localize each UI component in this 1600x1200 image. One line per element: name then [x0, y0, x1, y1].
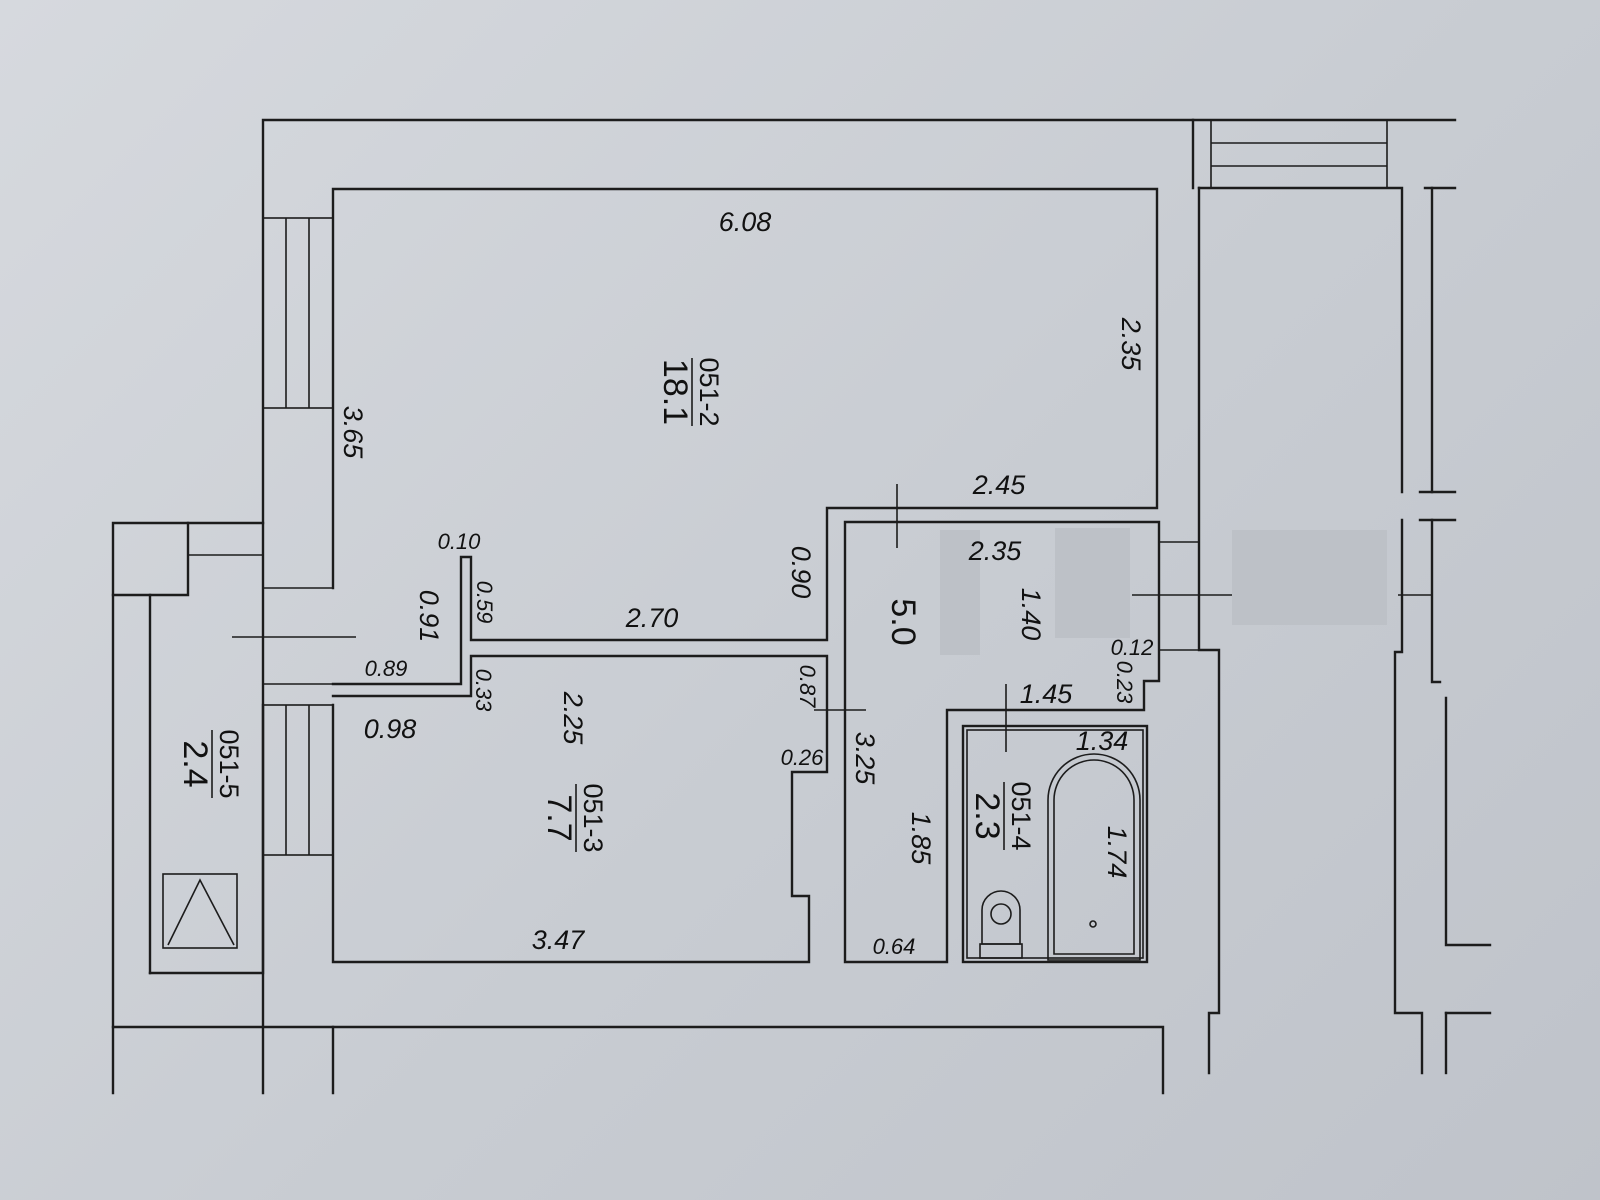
- bathroom-walls: [961, 724, 1149, 964]
- room-label-051-2: 051-2 18.1: [656, 357, 724, 426]
- balcony-outline: [148, 521, 190, 975]
- vent-icon: [162, 873, 238, 949]
- redaction-2: [1055, 528, 1130, 638]
- bathroom-inner: [966, 729, 1144, 959]
- room-051-2-outline: [331, 187, 1159, 686]
- room-id-051-2: 051-2: [694, 357, 724, 426]
- corridor-wall-b: [1197, 186, 1221, 1075]
- hallway-walls: [843, 520, 1161, 964]
- dim-089: 0.89: [365, 656, 408, 681]
- room-label-051-5: 051-5 2.4: [176, 729, 244, 798]
- corridor-wall-a: [1197, 186, 1404, 494]
- dim-098: 0.98: [364, 714, 417, 744]
- room-area-051-2: 18.1: [656, 359, 694, 425]
- dim-026: 0.26: [781, 745, 825, 770]
- bathroom-outline: [961, 724, 1149, 964]
- corridor-wall-c: [1393, 518, 1424, 1075]
- redaction-1: [940, 530, 980, 655]
- right-corridor-walls: [1191, 118, 1492, 1075]
- window-left-upper: [262, 217, 334, 409]
- room-051-3-walls: [331, 654, 829, 964]
- door-ticks: [814, 484, 1046, 752]
- window-top-right: [1210, 119, 1388, 189]
- window-balcony-door: [188, 554, 356, 685]
- room-area-051-4: 2.3: [968, 792, 1006, 839]
- dim-365: 3.65: [338, 406, 368, 460]
- dim-012: 0.12: [1111, 635, 1154, 660]
- dim-091: 0.91: [414, 590, 444, 643]
- bathtub-inner: [1053, 759, 1135, 955]
- dim-245: 2.45: [972, 470, 1027, 500]
- room-area-051-3: 7.7: [540, 794, 578, 841]
- dim-235-hall: 2.35: [968, 536, 1023, 566]
- corridor-wall-f: [1430, 518, 1442, 684]
- dim-087: 0.87: [795, 665, 820, 709]
- dim-347: 3.47: [532, 925, 586, 955]
- dim-064: 0.64: [873, 934, 916, 959]
- outer-wall-left-balcony: [111, 521, 265, 1029]
- toilet-icon: [979, 890, 1023, 959]
- dim-010: 0.10: [438, 529, 482, 554]
- dim-023: 0.23: [1112, 661, 1137, 705]
- room-id-051-3: 051-3: [578, 783, 608, 852]
- dim-033: 0.33: [471, 669, 496, 713]
- dimension-labels: 6.08 2.35 3.65 2.45 2.35 0.10 0.59 0.91 …: [338, 207, 1153, 959]
- hallway-outline: [843, 520, 1161, 964]
- dim-145: 1.45: [1020, 679, 1074, 709]
- entrance-door: [1132, 541, 1432, 651]
- dim-270: 2.70: [625, 603, 679, 633]
- window-left-lower: [262, 704, 334, 856]
- dim-090: 0.90: [786, 546, 816, 599]
- room-area-hallway: 5.0: [884, 598, 922, 645]
- dim-185: 1.85: [906, 812, 936, 866]
- room-label-051-3: 051-3 7.7: [540, 783, 608, 852]
- outer-wall-bottom: [111, 1025, 1165, 1095]
- bathtub-drain-icon: [1089, 920, 1097, 928]
- bathtub-outer: [1047, 753, 1141, 961]
- room-id-051-4: 051-4: [1006, 781, 1036, 850]
- dim-225: 2.25: [558, 691, 588, 746]
- dim-134: 1.34: [1076, 726, 1129, 756]
- corridor-wall-g: [1444, 696, 1492, 947]
- bathtub: [1047, 753, 1141, 961]
- dim-140: 1.40: [1016, 588, 1046, 641]
- dim-235-right: 2.35: [1116, 317, 1146, 372]
- dim-608: 6.08: [719, 207, 772, 237]
- room-label-051-4: 051-4 2.3: [968, 781, 1036, 850]
- room-051-3-outline: [331, 654, 829, 964]
- dim-059: 0.59: [472, 581, 497, 624]
- dim-325: 3.25: [850, 732, 880, 786]
- room-id-051-5: 051-5: [214, 729, 244, 798]
- dim-174: 1.74: [1102, 826, 1132, 879]
- room-area-051-5: 2.4: [176, 740, 214, 787]
- room-051-2-walls: [331, 187, 1159, 686]
- redaction-patches: [940, 528, 1387, 655]
- redaction-3: [1232, 530, 1387, 625]
